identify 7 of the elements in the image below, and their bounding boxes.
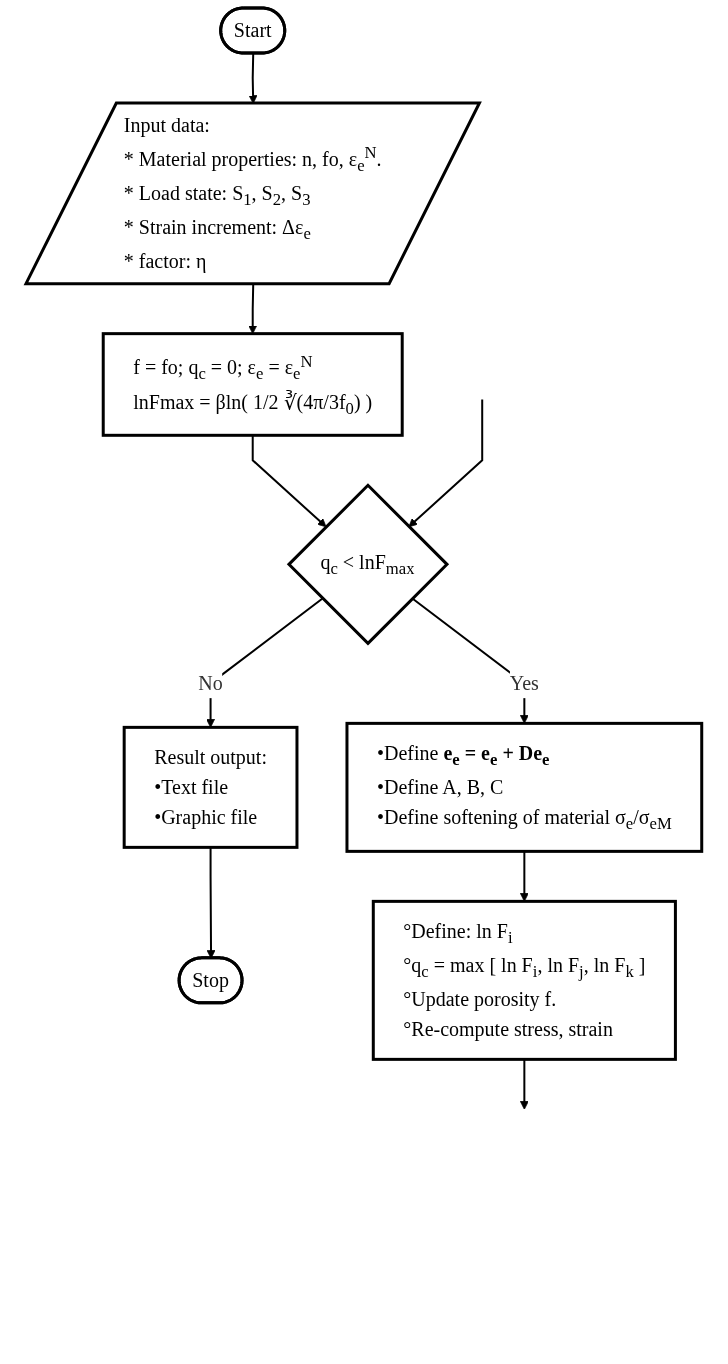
edge-label: No bbox=[198, 672, 223, 695]
node-box: Result output: •Text file •Graphic file bbox=[122, 725, 299, 849]
node-box: •Define e$_{e}$ = e$_{e}$ + De$_{e}$ •Define A, B, C •Define softening of material σ$_{e}$/σ$_{eM}$ bbox=[345, 721, 704, 853]
node-diamond: q$_{c}$ < lnF$_{max}$ bbox=[286, 483, 450, 646]
arrow bbox=[408, 398, 484, 528]
node-box: °Define: ln F$_{i}$ °q$_{c}$ = max [ ln F$_{i}$, ln F$_{j}$, ln F$_{k}$ ] °Update porosity f. °Re-compute stress, strain bbox=[371, 899, 678, 1061]
edge-label: Yes bbox=[509, 672, 540, 695]
